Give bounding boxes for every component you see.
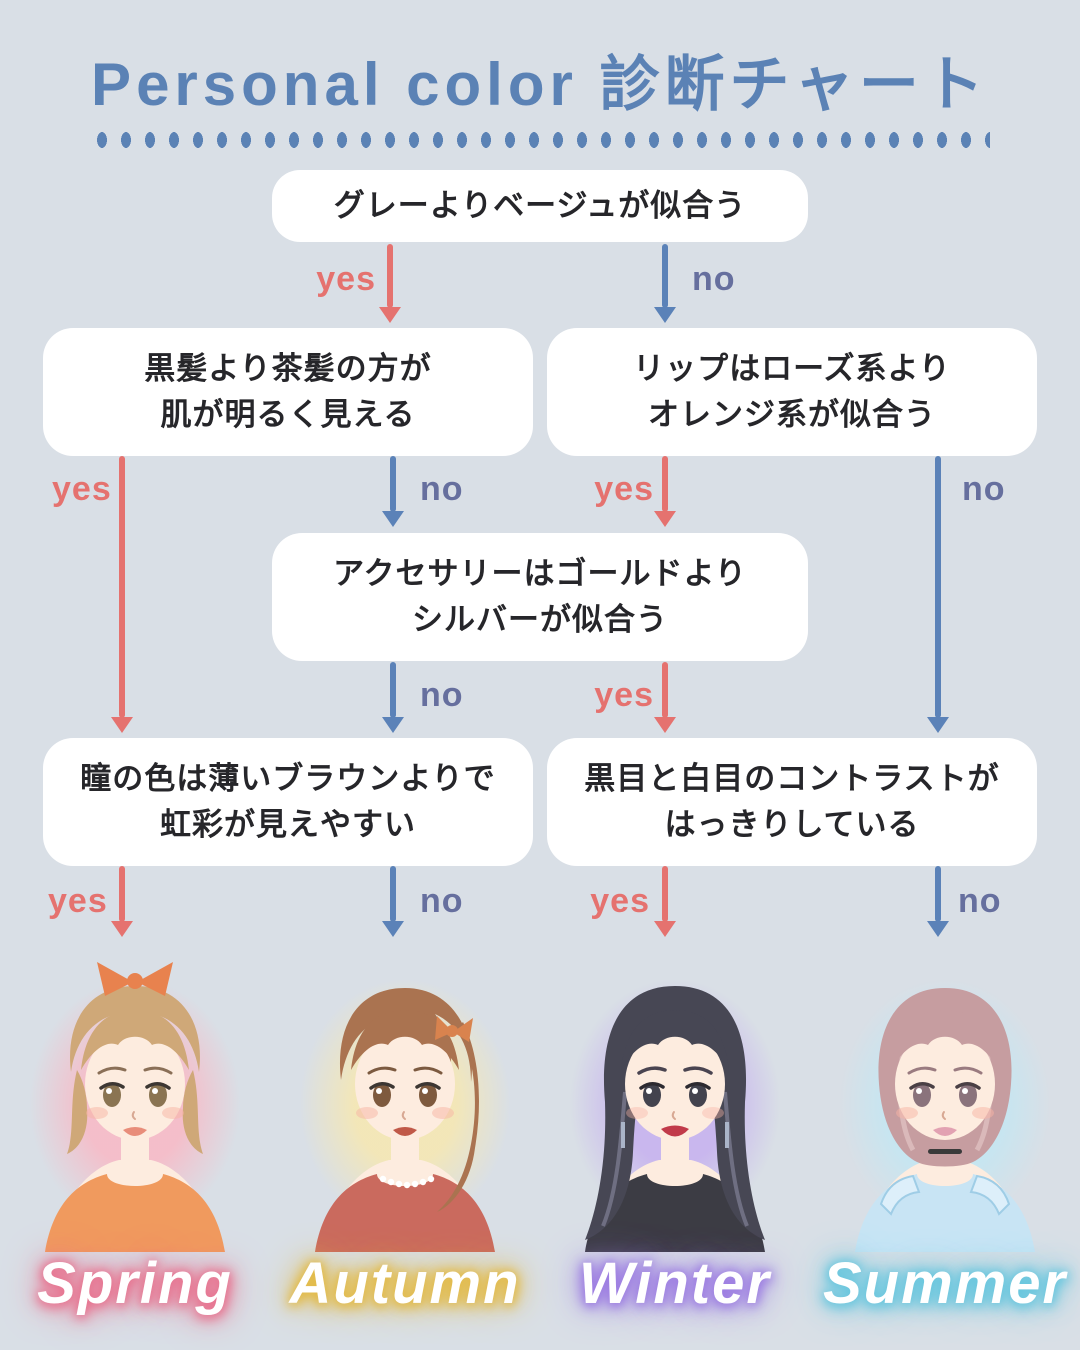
question-box-hair: 黒髪より茶髪の方が 肌が明るく見える bbox=[43, 328, 533, 456]
edge-label-yes: yes bbox=[594, 470, 654, 508]
arrow-yes-q4-q6 bbox=[662, 662, 668, 718]
arrow-no-q6-summer bbox=[935, 866, 941, 922]
season-label-spring: Spring bbox=[37, 1251, 233, 1316]
autumn-girl-illustration bbox=[315, 988, 495, 1252]
result-summer: Summer bbox=[810, 944, 1080, 1350]
arrow-no-q1-q3 bbox=[662, 244, 668, 308]
edge-label-no: no bbox=[692, 260, 736, 298]
result-autumn: Autumn bbox=[270, 944, 540, 1350]
arrow-no-q3-q6 bbox=[935, 456, 941, 718]
edge-label-yes: yes bbox=[594, 676, 654, 714]
arrow-no-q5-autumn bbox=[390, 866, 396, 922]
edge-label-yes: yes bbox=[316, 260, 376, 298]
question-text: 黒髪より茶髪の方が bbox=[144, 350, 432, 386]
question-text: 肌が明るく見える bbox=[160, 397, 416, 432]
edge-label-no: no bbox=[420, 882, 464, 920]
question-box-beige: グレーよりベージュが似合う bbox=[272, 170, 808, 242]
question-text: はっきりしている bbox=[664, 807, 920, 842]
edge-label-no: no bbox=[962, 470, 1006, 508]
question-text: アクセサリーはゴールドより bbox=[333, 555, 747, 591]
edge-label-no: no bbox=[958, 882, 1002, 920]
question-text: 黒目と白目のコントラストが bbox=[584, 760, 1000, 796]
question-text: リップはローズ系より bbox=[633, 350, 951, 386]
question-box-contrast: 黒目と白目のコントラストが はっきりしている bbox=[547, 738, 1037, 866]
question-text: 瞳の色は薄いブラウンよりで bbox=[80, 760, 496, 796]
silver-earrings-icon bbox=[621, 1122, 729, 1148]
season-label-winter: Winter bbox=[579, 1251, 771, 1316]
spring-bow-icon bbox=[97, 962, 173, 996]
question-text: 虹彩が見えやすい bbox=[160, 807, 416, 842]
arrow-yes-q1-q2 bbox=[387, 244, 393, 308]
choker-icon bbox=[928, 1149, 962, 1154]
season-label-summer: Summer bbox=[822, 1251, 1068, 1316]
page-title: Personal color 診断チャート bbox=[91, 51, 989, 118]
autumn-ribbon-icon bbox=[435, 1016, 473, 1042]
result-spring: Spring bbox=[0, 944, 270, 1350]
edge-label-no: no bbox=[420, 676, 464, 714]
question-text: オレンジ系が似合う bbox=[648, 397, 936, 432]
arrow-yes-q5-spring bbox=[119, 866, 125, 922]
season-label-autumn: Autumn bbox=[289, 1251, 521, 1316]
edge-label-yes: yes bbox=[48, 882, 108, 920]
dotted-divider bbox=[90, 129, 990, 151]
question-text: シルバーが似合う bbox=[412, 602, 668, 637]
pearl-necklace-icon bbox=[379, 1175, 435, 1189]
spring-girl-illustration bbox=[45, 962, 225, 1252]
question-box-iris: 瞳の色は薄いブラウンよりで 虹彩が見えやすい bbox=[43, 738, 533, 866]
edge-label-no: no bbox=[420, 470, 464, 508]
arrow-yes-q2-q5 bbox=[119, 456, 125, 718]
question-box-accessory: アクセサリーはゴールドより シルバーが似合う bbox=[272, 533, 808, 661]
question-text: グレーよりベージュが似合う bbox=[333, 187, 747, 223]
question-box-lip: リップはローズ系より オレンジ系が似合う bbox=[547, 328, 1037, 456]
summer-girl-illustration bbox=[855, 988, 1035, 1252]
edge-label-yes: yes bbox=[52, 470, 112, 508]
arrow-yes-q3-q4 bbox=[662, 456, 668, 512]
arrow-yes-q6-winter bbox=[662, 866, 668, 922]
arrow-no-q4-q5 bbox=[390, 662, 396, 718]
edge-label-yes: yes bbox=[590, 882, 650, 920]
result-winter: Winter bbox=[540, 944, 810, 1350]
arrow-no-q2-q4 bbox=[390, 456, 396, 512]
winter-girl-illustration bbox=[585, 986, 765, 1252]
